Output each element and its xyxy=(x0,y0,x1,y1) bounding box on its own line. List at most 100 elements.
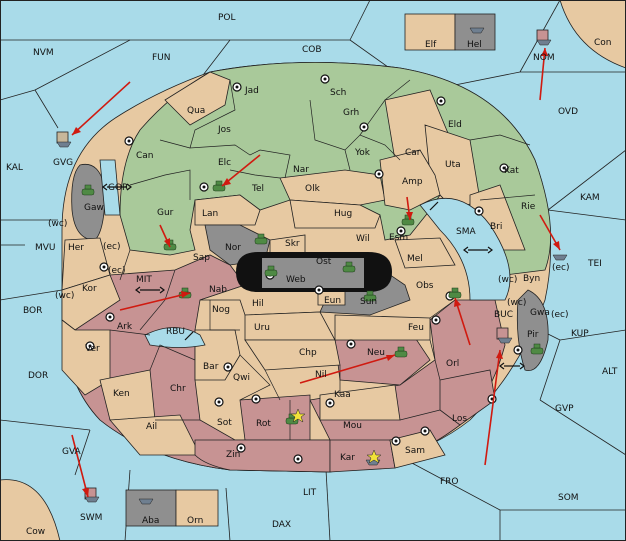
land-label: Orl xyxy=(446,359,459,369)
sea-label: GVG xyxy=(53,158,73,168)
land-label: Orn xyxy=(187,516,203,526)
land-label: Bar xyxy=(203,362,219,372)
region-kor[interactable] xyxy=(61,274,121,331)
strait-rbu[interactable] xyxy=(144,327,206,348)
region-sam[interactable] xyxy=(389,429,446,469)
land-label: Byn xyxy=(523,274,540,284)
land-label: Nab xyxy=(209,285,227,295)
land-label: Ark xyxy=(117,322,133,332)
land-label: Nog xyxy=(212,305,230,315)
land-label: Sot xyxy=(217,418,232,428)
sea-label: Con xyxy=(594,38,612,48)
fleet-unit-buc xyxy=(497,337,513,344)
land-label: Qua xyxy=(187,106,205,116)
sea-label: BOR xyxy=(23,306,42,316)
star-marker-rot xyxy=(290,408,306,423)
land-label: Jos xyxy=(217,125,231,135)
land-label: Uta xyxy=(445,160,461,170)
region-aba[interactable] xyxy=(125,489,177,527)
region-los[interactable] xyxy=(439,369,496,426)
land-label: Rie xyxy=(521,202,536,212)
dislodged-markers xyxy=(290,408,382,464)
land-label: Gur xyxy=(157,208,174,218)
order-arrows xyxy=(71,47,561,498)
sea-label: ALT xyxy=(602,367,618,377)
sea-label: SMA xyxy=(456,227,476,237)
land-label: Hel xyxy=(467,40,482,50)
land-label: Yok xyxy=(354,148,371,158)
land-label: Sap xyxy=(193,253,210,263)
sea-label: KUP xyxy=(571,329,589,339)
home-marker-nom xyxy=(536,29,549,42)
army-unit-tel xyxy=(212,180,226,192)
land-label: Kor xyxy=(82,284,97,294)
land-label: Mou xyxy=(343,421,362,431)
land-label: Elc xyxy=(218,158,231,168)
land-label: Nor xyxy=(225,243,241,253)
sea-label: SWM xyxy=(80,513,102,523)
coast-label: (ec) xyxy=(552,263,570,273)
sea-label: RBU xyxy=(166,327,185,337)
region-web[interactable] xyxy=(262,258,364,288)
fleet-unit-nom xyxy=(536,39,552,46)
land-label: Car xyxy=(405,148,421,158)
coast-label: (wc) xyxy=(507,298,526,308)
coast-label: (wc) xyxy=(48,219,67,229)
land-label: Hug xyxy=(334,209,352,219)
region-hug[interactable] xyxy=(289,199,381,229)
army-unit-nor xyxy=(254,233,268,245)
land-label: Ail xyxy=(146,422,157,432)
land-label: Elf xyxy=(425,40,437,50)
land-label: Her xyxy=(68,243,84,253)
fleet-unit-gvg xyxy=(56,141,72,148)
region-elf[interactable] xyxy=(404,13,456,51)
sea-label: NVM xyxy=(33,48,54,58)
region-orn[interactable] xyxy=(175,489,219,527)
land-label: Obs xyxy=(416,281,434,291)
coast-label: (wc) xyxy=(55,291,74,301)
land-label: Bri xyxy=(490,222,502,232)
sea-label: MVU xyxy=(35,243,56,253)
sea-label: TEI xyxy=(587,259,602,269)
land-boundaries xyxy=(109,79,536,440)
home-marker-buc xyxy=(496,327,509,340)
land-label: Sam xyxy=(405,446,425,456)
fleet-unit-hel xyxy=(469,27,485,34)
star-marker-kar xyxy=(366,449,382,464)
region-con[interactable] xyxy=(559,0,626,69)
region-mel[interactable] xyxy=(394,237,456,269)
land-labels: Elf Hel Jad Sch Qua Jos Grh Eld Can Yok … xyxy=(68,40,550,526)
sea-label: SOM xyxy=(558,493,579,503)
land-label: Eld xyxy=(448,120,462,130)
sea-label: BUC xyxy=(494,310,513,320)
region-amp[interactable] xyxy=(379,149,441,211)
land-label: Kaa xyxy=(334,390,351,400)
land-label: Feu xyxy=(408,323,424,333)
fleet-unit-swm xyxy=(84,496,100,503)
army-unit-esm xyxy=(401,214,415,226)
region-lan[interactable] xyxy=(194,194,261,226)
region-qua[interactable] xyxy=(164,71,231,126)
sea-label: Cow xyxy=(26,527,45,537)
coast-label: (wc) xyxy=(498,275,517,285)
home-marker-gvg xyxy=(56,131,69,144)
land-label: Grh xyxy=(343,108,359,118)
sea-label: DOR xyxy=(28,371,48,381)
sea-label: FRO xyxy=(440,477,459,487)
coast-labels: (wc) (ec) (ec) (wc) (wc) (ec) (wc) (ec) xyxy=(48,219,570,320)
coast-label: (ec) xyxy=(103,242,121,252)
land-label: Skr xyxy=(285,239,300,249)
land-label: Lan xyxy=(202,209,218,219)
army-unit-sun xyxy=(363,290,377,302)
army-unit-web xyxy=(264,265,278,277)
land-label: Aba xyxy=(142,516,159,526)
region-zin[interactable] xyxy=(194,439,331,473)
land-label: Nar xyxy=(293,165,309,175)
land-label: Esm xyxy=(389,233,408,243)
land-label: Uru xyxy=(254,323,270,333)
land-label: Kat xyxy=(504,166,519,176)
sea-labels: POL NVM FUN COB Con NOM OVD KAL GVG GOR … xyxy=(6,13,618,537)
sea-label: KAL xyxy=(6,163,23,173)
land-label: Ost xyxy=(316,257,332,267)
land-label: Gwa xyxy=(530,308,550,318)
